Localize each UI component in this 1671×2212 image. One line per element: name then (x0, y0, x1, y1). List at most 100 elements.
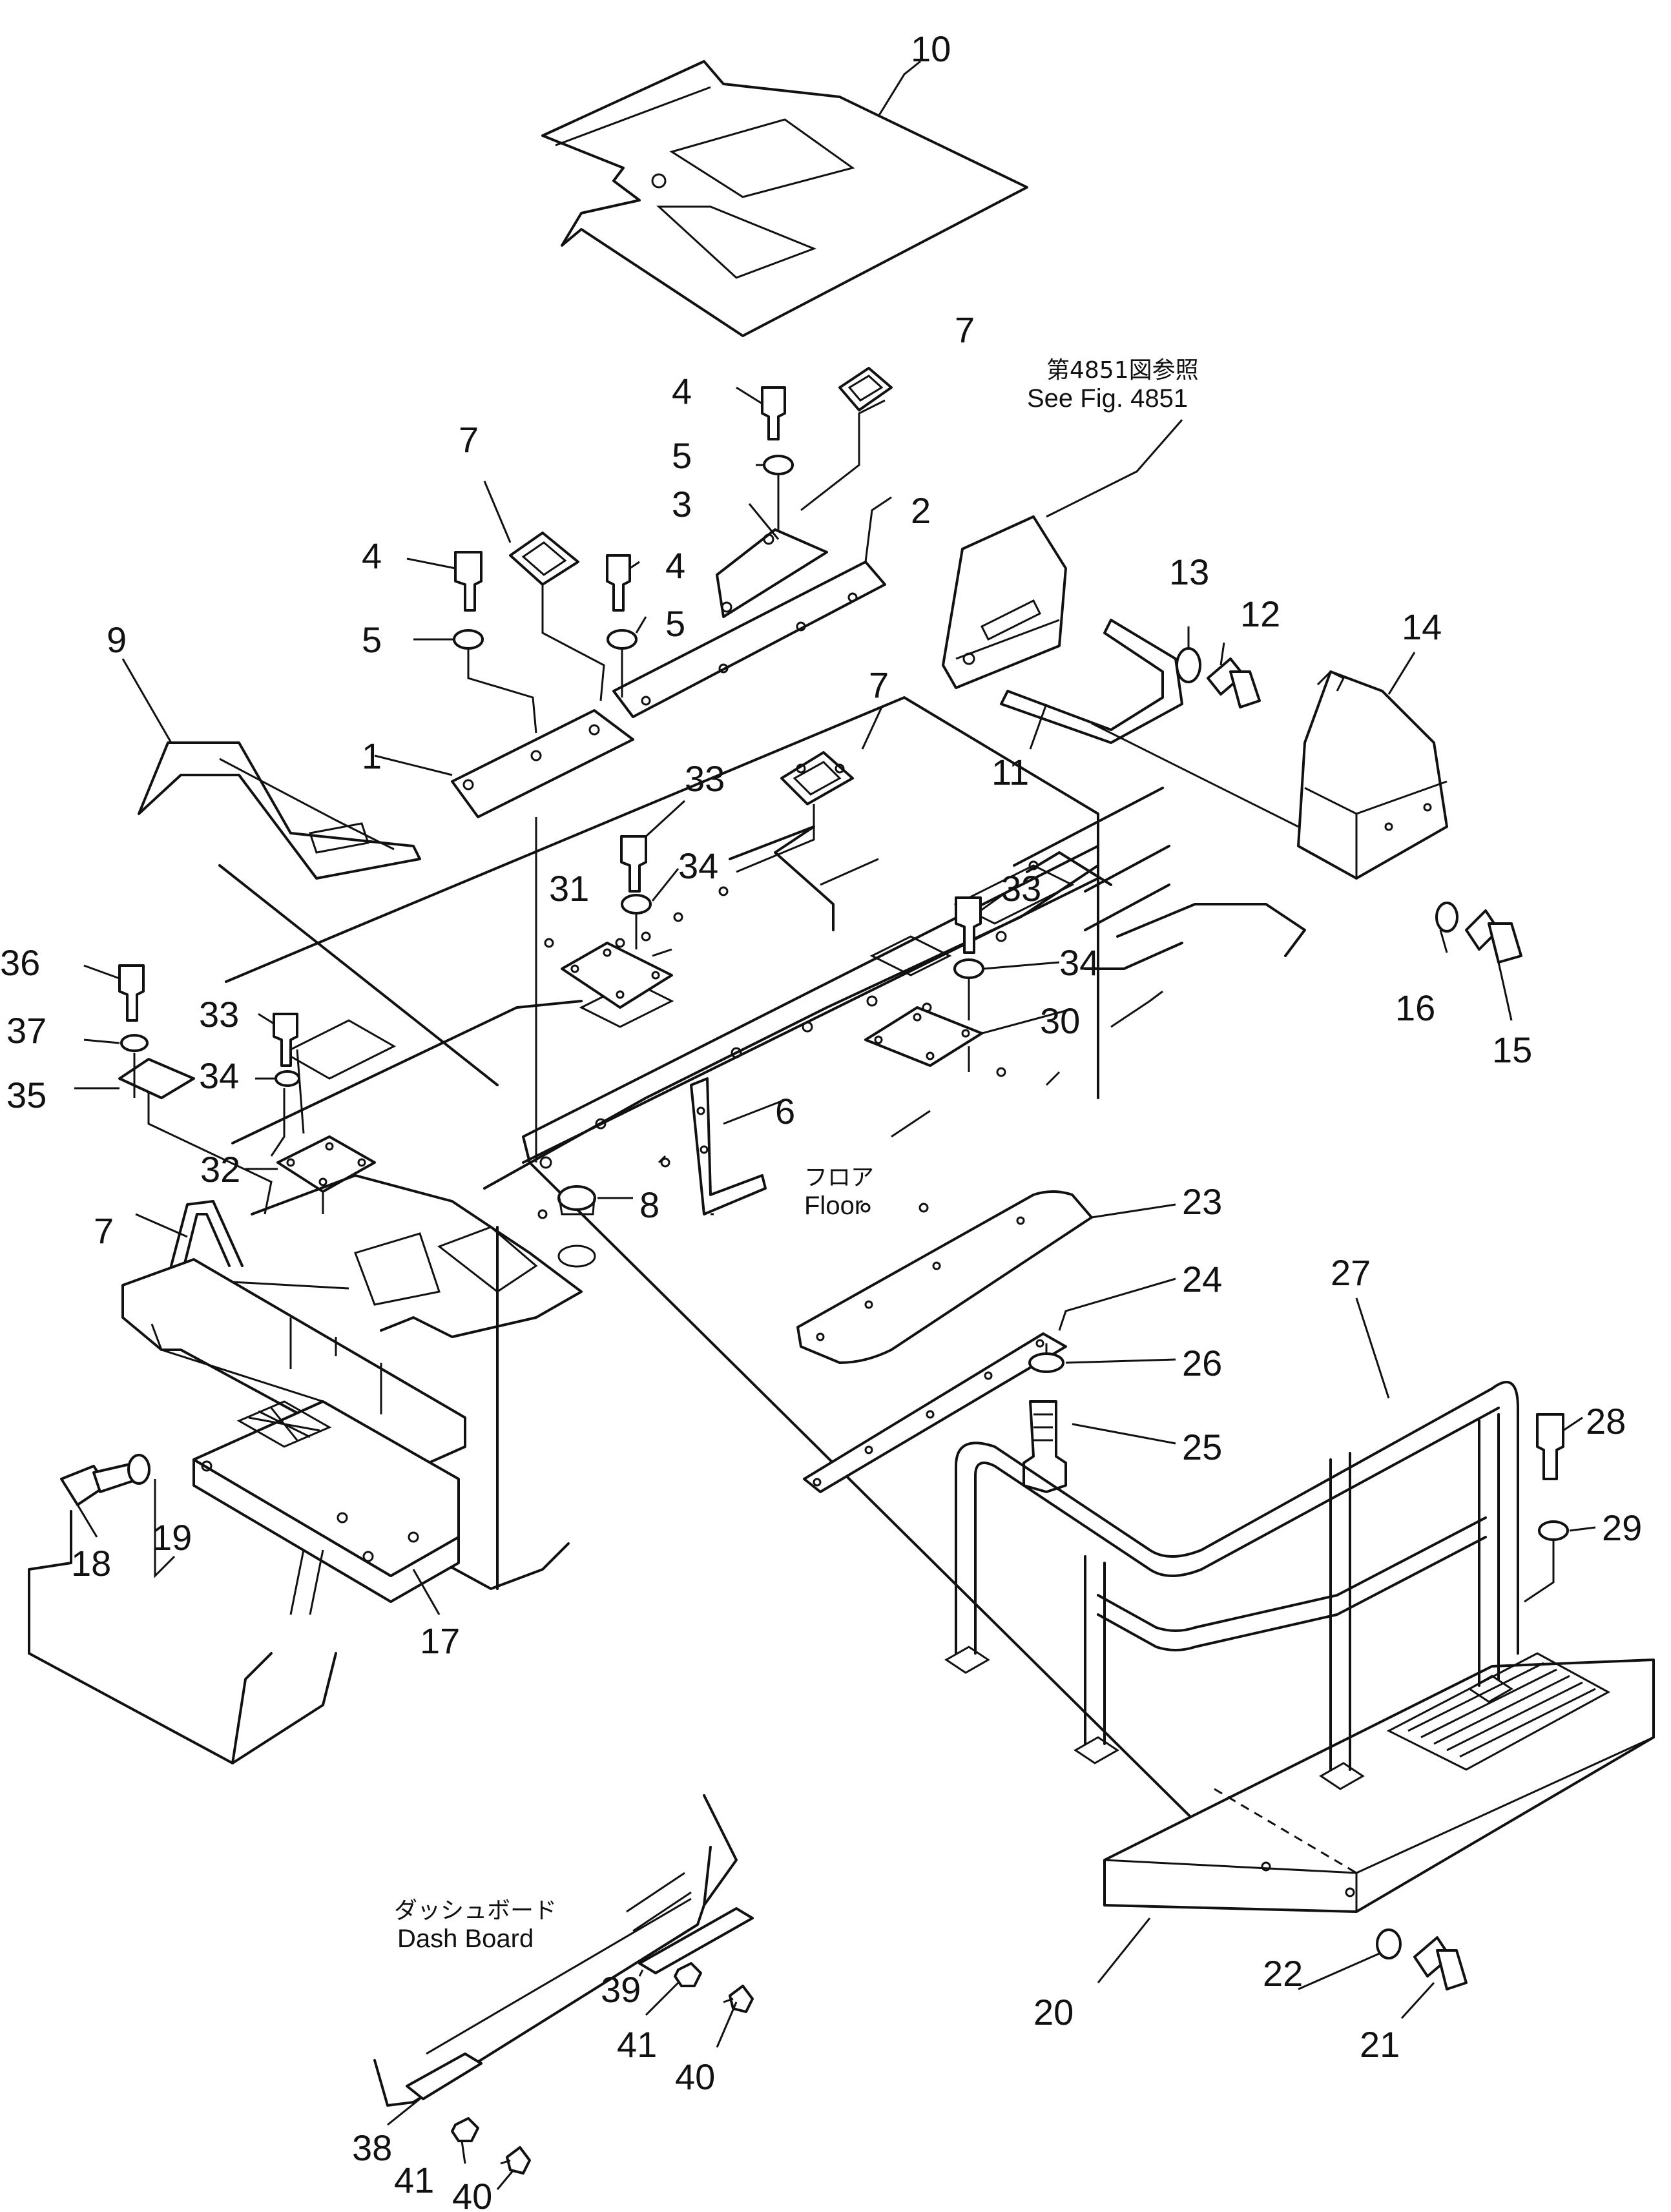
callout-27: 27 (1331, 1252, 1371, 1293)
callout-38: 38 (352, 2127, 392, 2168)
callout-40-left: 40 (452, 2176, 492, 2212)
bolt-28 (1536, 1413, 1564, 1480)
bolt-18 (60, 1462, 140, 1506)
reflector-39 (638, 1907, 754, 1974)
washer-34-mid (621, 894, 652, 915)
cover-plate-3 (716, 528, 828, 618)
washer-13 (1176, 647, 1201, 683)
callout-7-front: 7 (94, 1210, 114, 1251)
callout-8: 8 (639, 1184, 659, 1225)
callout-5-top: 5 (672, 435, 692, 476)
grommet-7-front (170, 1200, 244, 1267)
cover-plate-1 (451, 709, 634, 818)
washer-5-top (763, 455, 794, 475)
nut-41-right (674, 1962, 702, 1987)
callout-18: 18 (71, 1543, 111, 1584)
cover-plate-31 (561, 942, 673, 1009)
washer-34-left (275, 1070, 300, 1087)
washer-19 (127, 1454, 150, 1485)
callout-4-top: 4 (672, 371, 692, 411)
cover-4851 (942, 515, 1067, 689)
pedal-bracket (138, 741, 421, 880)
dash-board-note-jp: ダッシュボード (394, 1897, 557, 1924)
cover-plate-2 (612, 561, 886, 718)
bolt-36 (118, 964, 145, 1022)
cover-23 (796, 1190, 1093, 1364)
bolt-4-top (761, 386, 786, 440)
callout-4-left: 4 (362, 535, 382, 576)
floor-mat (541, 60, 1028, 337)
bolt-33-mid (620, 835, 647, 893)
callout-19: 19 (152, 1517, 192, 1558)
callout-9: 9 (107, 619, 127, 660)
callout-31: 31 (549, 868, 589, 909)
callout-33-left: 33 (199, 994, 239, 1035)
grommet-7-top (838, 367, 893, 411)
callout-25: 25 (1182, 1427, 1222, 1467)
bolt-12 (1207, 657, 1261, 708)
step-17 (28, 1226, 570, 1764)
screw-40-left (500, 2146, 531, 2175)
callout-36: 36 (0, 942, 40, 983)
washer-16 (1435, 902, 1458, 933)
callout-34-left: 34 (199, 1055, 239, 1096)
callout-30: 30 (1040, 1000, 1080, 1041)
cover-14 (1297, 670, 1448, 880)
callout-5-left: 5 (362, 619, 382, 660)
callout-41-right: 41 (617, 2024, 657, 2065)
dash-board-note-en: Dash Board (397, 1925, 534, 1953)
washer-29 (1538, 1520, 1569, 1541)
bracket-6 (690, 1077, 767, 1215)
callout-4-mid: 4 (665, 545, 685, 586)
callout-6: 6 (775, 1091, 795, 1132)
bolt-4-mid (606, 554, 631, 612)
callout-15: 15 (1492, 1029, 1532, 1070)
callout-29: 29 (1602, 1507, 1642, 1548)
callout-34-mid: 34 (678, 845, 718, 886)
washer-22 (1376, 1928, 1402, 1959)
callout-22: 22 (1263, 1953, 1303, 1994)
callout-39: 39 (601, 1969, 641, 2010)
callout-21: 21 (1360, 2024, 1400, 2065)
washer-37 (120, 1034, 149, 1052)
callout-5-mid: 5 (665, 603, 685, 644)
callout-3: 3 (672, 484, 692, 524)
callout-20: 20 (1033, 1992, 1074, 2032)
callout-14: 14 (1402, 606, 1442, 647)
plug-8 (557, 1185, 596, 1268)
callout-7-left: 7 (459, 419, 479, 460)
step-20 (1103, 1652, 1655, 1913)
callouts: 10 7 4 5 3 2 7 4 4 5 5 9 1 7 33 34 31 33… (0, 28, 1642, 2212)
cover-plate-35 (118, 1058, 195, 1099)
floor-frame (225, 696, 1306, 1823)
callout-41-left: 41 (394, 2160, 434, 2200)
callout-26: 26 (1182, 1343, 1222, 1383)
bolt-21 (1413, 1936, 1468, 1990)
see-fig-note-en: See Fig. 4851 (1027, 384, 1188, 413)
callout-16: 16 (1395, 987, 1435, 1028)
nut-41-left (451, 2117, 479, 2142)
callout-40-right: 40 (675, 2056, 715, 2097)
callout-33-right: 33 (1001, 868, 1041, 909)
see-fig-note-jp: 第4851図参照 (1046, 357, 1199, 384)
callout-34-right: 34 (1059, 942, 1099, 983)
bolt-15 (1465, 909, 1522, 964)
bolt-33-left (273, 1013, 298, 1067)
callout-7-top: 7 (955, 309, 975, 350)
callout-24: 24 (1182, 1259, 1222, 1299)
callout-13: 13 (1169, 552, 1209, 592)
callout-11: 11 (991, 752, 1029, 792)
callout-28: 28 (1586, 1401, 1626, 1442)
bolt-33-right (955, 896, 982, 954)
washer-5-mid (607, 629, 638, 650)
dash-board (373, 1794, 738, 2107)
callout-32: 32 (200, 1149, 240, 1190)
screw-40-right (723, 1985, 754, 2013)
washer-34-right (953, 958, 984, 979)
callout-23: 23 (1182, 1181, 1222, 1222)
callout-33-mid: 33 (685, 758, 725, 799)
bolt-4-left (454, 551, 483, 612)
callout-7-right: 7 (869, 665, 889, 705)
callout-1: 1 (362, 736, 382, 776)
